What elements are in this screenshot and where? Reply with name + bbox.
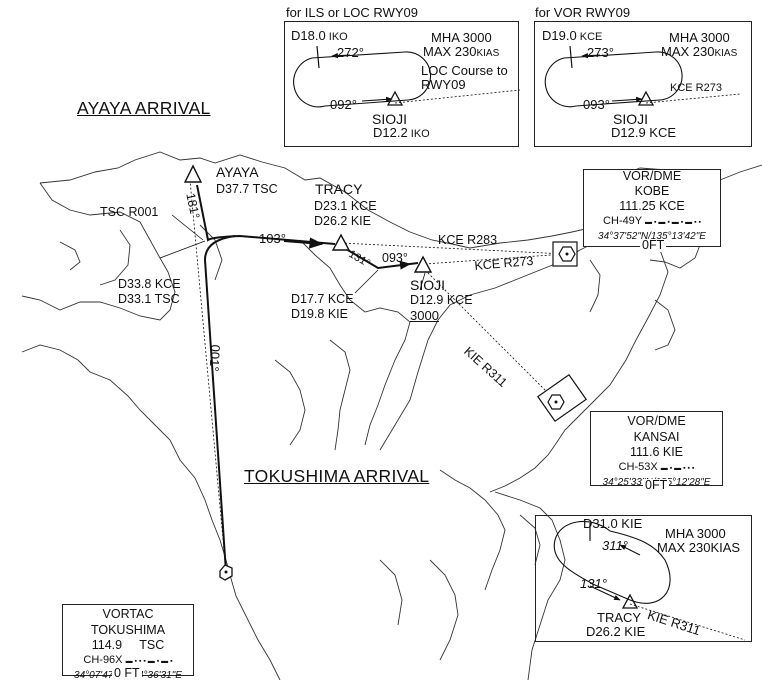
navaid-box-kobe: VOR/DME KOBE 111.25 KCE CH-49Y ▬ ▪ ▬ ▪ ▬… [583, 169, 721, 247]
navaid-kobe-name: KOBE [634, 184, 670, 198]
holding-ils-fix: SIOJI [372, 111, 408, 127]
navaid-kobe-channel-row: CH-49Y ▬ ▪ ▬ ▪ ▬ ▪ ▬ ▪ ▪ [584, 214, 720, 230]
holding-ils-max: MAX 230KIAS [423, 44, 500, 59]
holding-vor-radial: KCE R273 [670, 82, 722, 94]
holding-vor-fix: SIOJI [613, 111, 649, 127]
tokushima-arrival-title: TOKUSHIMA ARRIVAL [244, 466, 430, 486]
navaid-kansai-channel-row: CH-53X ▬ ▪ ▬ ▪ ▪ ▪ [591, 460, 722, 476]
ayaya-fix-dme: D37.7 TSC [216, 182, 278, 196]
course-093-label: 093° [382, 251, 408, 265]
navaid-kobe-type: VOR/DME [622, 169, 682, 183]
tracy-fix-name: TRACY [315, 181, 363, 197]
navaid-kobe-morse: ▬ ▪ ▬ ▪ ▬ ▪ ▬ ▪ ▪ [645, 219, 701, 226]
turn-point-dme1: D33.8 KCE [118, 277, 181, 291]
holding-ils-outbound: 272° [337, 45, 364, 60]
holding-vor-header: for VOR RWY09 [535, 5, 631, 20]
sioji-triangle [413, 255, 433, 273]
tracy-fix-dme1: D23.1 KCE [314, 199, 377, 213]
navaid-kansai-elev: 0FT [643, 478, 670, 492]
arrival-routes [159, 179, 566, 573]
tracy-triangle [331, 233, 351, 251]
tracy-turn-dme2: D19.8 KIE [291, 307, 348, 321]
navaid-tokushima-channel-row: CH-96X ▬ ▪ ▪ ▪ ▬ ▪ ▬ ▪ [63, 653, 193, 669]
navaid-box-tokushima: VORTAC TOKUSHIMA 114.9 TSC CH-96X ▬ ▪ ▪ … [62, 604, 194, 681]
holding-vor-outbound: 273° [587, 45, 614, 60]
tsc-r001-label: TSC R001 [100, 205, 159, 219]
navaid-kansai-type: VOR/DME [625, 414, 688, 429]
kobe-vor-symbol [552, 241, 578, 267]
holding-tracy-fix-dme: D26.2 KIE [586, 624, 646, 639]
sioji-min-alt: 3000 [410, 308, 439, 323]
navaid-kobe-coords: 34°37'52"N/135°13'42"E [598, 231, 706, 242]
tracy-fix-dme2: D26.2 KIE [314, 214, 371, 228]
navaid-tokushima-type: VORTAC [100, 607, 156, 622]
ayaya-fix-name: AYAYA [216, 164, 259, 180]
tracy-turn-dme1: D17.7 KCE [291, 292, 354, 306]
holding-tracy-fix: TRACY [597, 610, 642, 625]
holding-tracy-inbound: 131° [580, 576, 607, 591]
navaid-tokushima-morse: ▬ ▪ ▪ ▪ ▬ ▪ ▬ ▪ [125, 658, 173, 665]
holding-tracy-mha: MHA 3000 [665, 526, 726, 541]
navaid-tokushima-freq: 114.9 TSC [91, 638, 165, 652]
holding-tracy-box [535, 515, 752, 642]
navaid-kansai-channel: CH-53X [618, 461, 658, 473]
holding-tracy-dme-fix: D31.0 KIE [583, 516, 643, 531]
holding-ils-note-2: RWY09 [421, 77, 466, 92]
holding-ils-dme-fix: D18.0 IKO [291, 28, 348, 43]
navaid-tokushima-name: TOKUSHIMA [90, 623, 166, 637]
course-001-label: 001° [206, 344, 223, 372]
navaid-kansai-morse: ▬ ▪ ▬ ▪ ▪ ▪ [660, 465, 695, 472]
course-103-label: 103° [259, 231, 286, 246]
holding-ils-mha: MHA 3000 [431, 30, 492, 45]
navaid-kobe-elev: 0FT [640, 238, 667, 252]
holding-ils-inbound: 092° [330, 97, 357, 112]
holding-vor-box [534, 21, 752, 147]
holding-vor-fix-dme: D12.9 KCE [611, 125, 677, 140]
holding-tracy-max: MAX 230KIAS [657, 540, 741, 555]
holding-vor-diagram [544, 45, 741, 108]
sioji-fix-name: SIOJI [410, 277, 446, 293]
holding-vor-mha: MHA 3000 [669, 30, 730, 45]
navaid-kansai-freq: 111.6 KIE [629, 445, 684, 459]
navaid-tokushima-elev: 0 FT [112, 666, 142, 680]
navaid-kansai-name: KANSAI [633, 430, 680, 444]
ayaya-arrival-title: AYAYA ARRIVAL [77, 98, 211, 118]
navaid-tokushima-channel: CH-96X [83, 654, 123, 666]
navaid-kobe-freq: 111.25 KCE [619, 199, 685, 213]
holding-ils-diagram [293, 45, 521, 108]
holding-tracy-diagram [553, 521, 746, 641]
turn-point-dme2: D33.1 TSC [118, 292, 180, 306]
kce-r283-label: KCE R283 [438, 233, 498, 247]
tokushima-vortac-symbol [219, 564, 233, 581]
kansai-vor-symbol [536, 373, 588, 423]
holding-ils-box [284, 21, 519, 147]
holding-tracy-outbound: 311° [602, 538, 628, 553]
holding-ils-fix-dme: D12.2 IKO [373, 125, 430, 140]
holding-vor-max: MAX 230KIAS [661, 44, 738, 59]
navaid-box-kansai: VOR/DME KANSAI 111.6 KIE CH-53X ▬ ▪ ▬ ▪ … [590, 411, 723, 488]
holding-ils-header: for ILS or LOC RWY09 [286, 5, 418, 20]
holding-vor-inbound: 093° [583, 97, 610, 112]
navaid-kobe-channel: CH-49Y [603, 215, 642, 227]
holding-vor-dme-fix: D19.0 KCE [542, 28, 603, 43]
sioji-fix-dme: D12.9 KCE [410, 293, 473, 307]
holding-ils-note-1: LOC Course to [421, 63, 508, 78]
ayaya-triangle [183, 164, 203, 183]
